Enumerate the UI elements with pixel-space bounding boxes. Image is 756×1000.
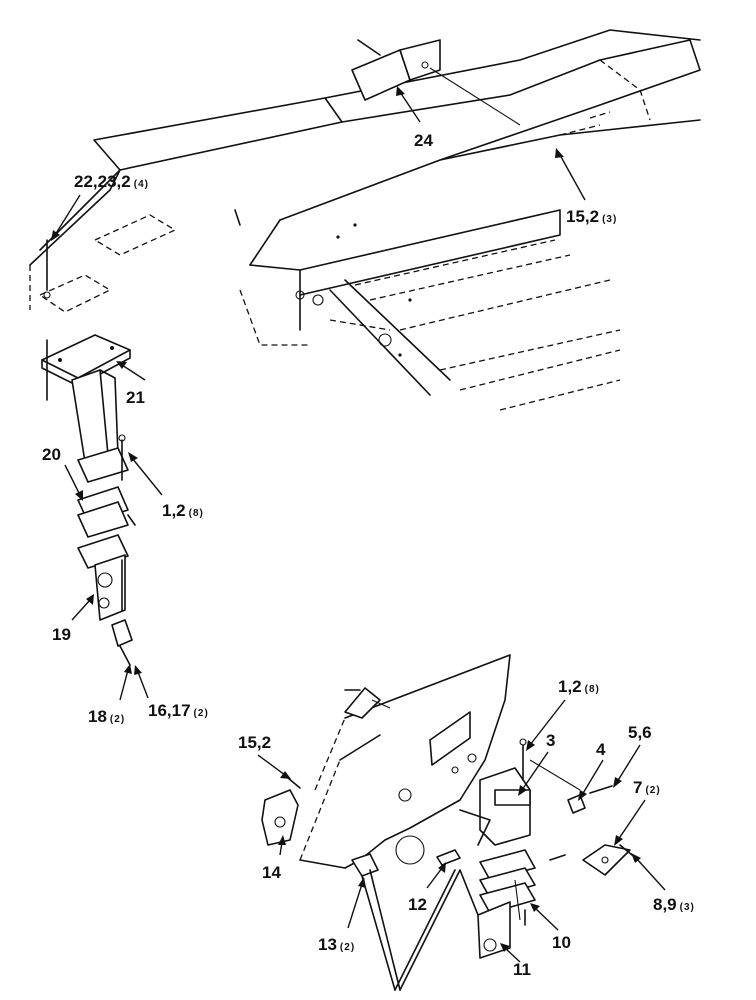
- mount-stack-left: [41, 239, 136, 666]
- callout-20: 20: [42, 445, 61, 464]
- callout-18: 18(2): [88, 707, 125, 726]
- bracket-part-24: [351, 39, 521, 126]
- callout-15-2-top: 15,2(3): [566, 207, 617, 226]
- callout-1-2-lower: 1,2(8): [558, 677, 600, 696]
- callout-19: 19: [52, 625, 71, 644]
- callout-8-9: 8,9(3): [653, 895, 695, 914]
- leader-lines: [51, 86, 666, 963]
- callout-5-6: 5,6: [628, 723, 652, 742]
- callout-1-2-upper: 1,2(8): [162, 501, 204, 520]
- callout-15-2-lower: 15,2: [238, 733, 271, 752]
- frame-assembly: [29, 29, 701, 411]
- callout-4: 4: [596, 740, 606, 759]
- callout-7: 7(2): [633, 778, 661, 797]
- callout-11: 11: [513, 960, 531, 979]
- callout-24: 24: [414, 131, 433, 150]
- callout-labels: 24 15,2(3) 22,23,2(4) 21 20 1,2(8) 19 18…: [42, 131, 695, 979]
- callout-10: 10: [552, 933, 571, 952]
- callout-22-23-2: 22,23,2(4): [74, 172, 149, 191]
- callout-12: 12: [408, 895, 427, 914]
- callout-16-17: 16,17(2): [148, 701, 209, 720]
- callout-13: 13(2): [318, 935, 355, 954]
- callout-14: 14: [262, 863, 281, 882]
- callout-21: 21: [126, 388, 145, 407]
- callout-3: 3: [546, 731, 555, 750]
